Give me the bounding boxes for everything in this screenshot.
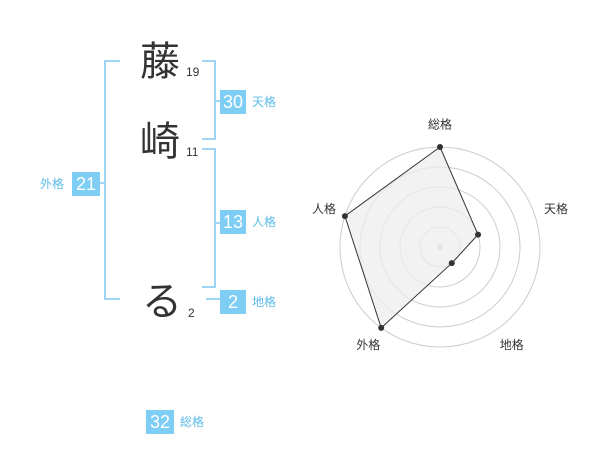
jinkaku-bracket [202, 148, 216, 288]
radar-point-1 [437, 144, 443, 150]
stroke-count-1: 19 [186, 65, 200, 79]
tenkaku-bracket [202, 60, 216, 140]
radar-point-5 [341, 213, 348, 220]
radar-shape [344, 146, 479, 329]
gaikaku-bracket [104, 60, 120, 300]
radar-axis-label-4: 外格 [356, 337, 380, 352]
jinkaku-label: 人格 [252, 215, 277, 229]
name-char-3: る [142, 279, 182, 325]
radar-axis-label-1: 総格 [428, 117, 452, 132]
tenkaku-connector [216, 100, 220, 102]
radar-axis-label-2: 天格 [544, 201, 568, 216]
radar-point-4 [378, 324, 385, 331]
jinkaku-value: 13 [220, 210, 246, 234]
jinkaku-connector [216, 222, 220, 224]
gaikaku-value: 21 [72, 172, 100, 196]
radar-point-2 [475, 231, 482, 238]
soukaku-label: 総格 [180, 415, 205, 429]
radar-axis-label-3: 地格 [500, 337, 524, 352]
gaikaku-label: 外格 [40, 177, 65, 191]
stroke-count-2: 11 [186, 145, 199, 159]
tenkaku-label: 天格 [252, 95, 277, 109]
radar-point-3 [448, 260, 455, 267]
radar-axis-label-5: 人格 [312, 201, 336, 216]
name-char-2: 崎 [140, 119, 180, 165]
gaikaku-connector [100, 182, 104, 184]
chikaku-label: 地格 [252, 295, 277, 309]
name-char-1: 藤 [140, 39, 180, 85]
tenkaku-value: 30 [220, 90, 246, 114]
stroke-count-3: 2 [188, 306, 195, 320]
chikaku-connector [206, 298, 220, 300]
chikaku-value: 2 [220, 290, 246, 314]
soukaku-value: 32 [146, 410, 174, 434]
